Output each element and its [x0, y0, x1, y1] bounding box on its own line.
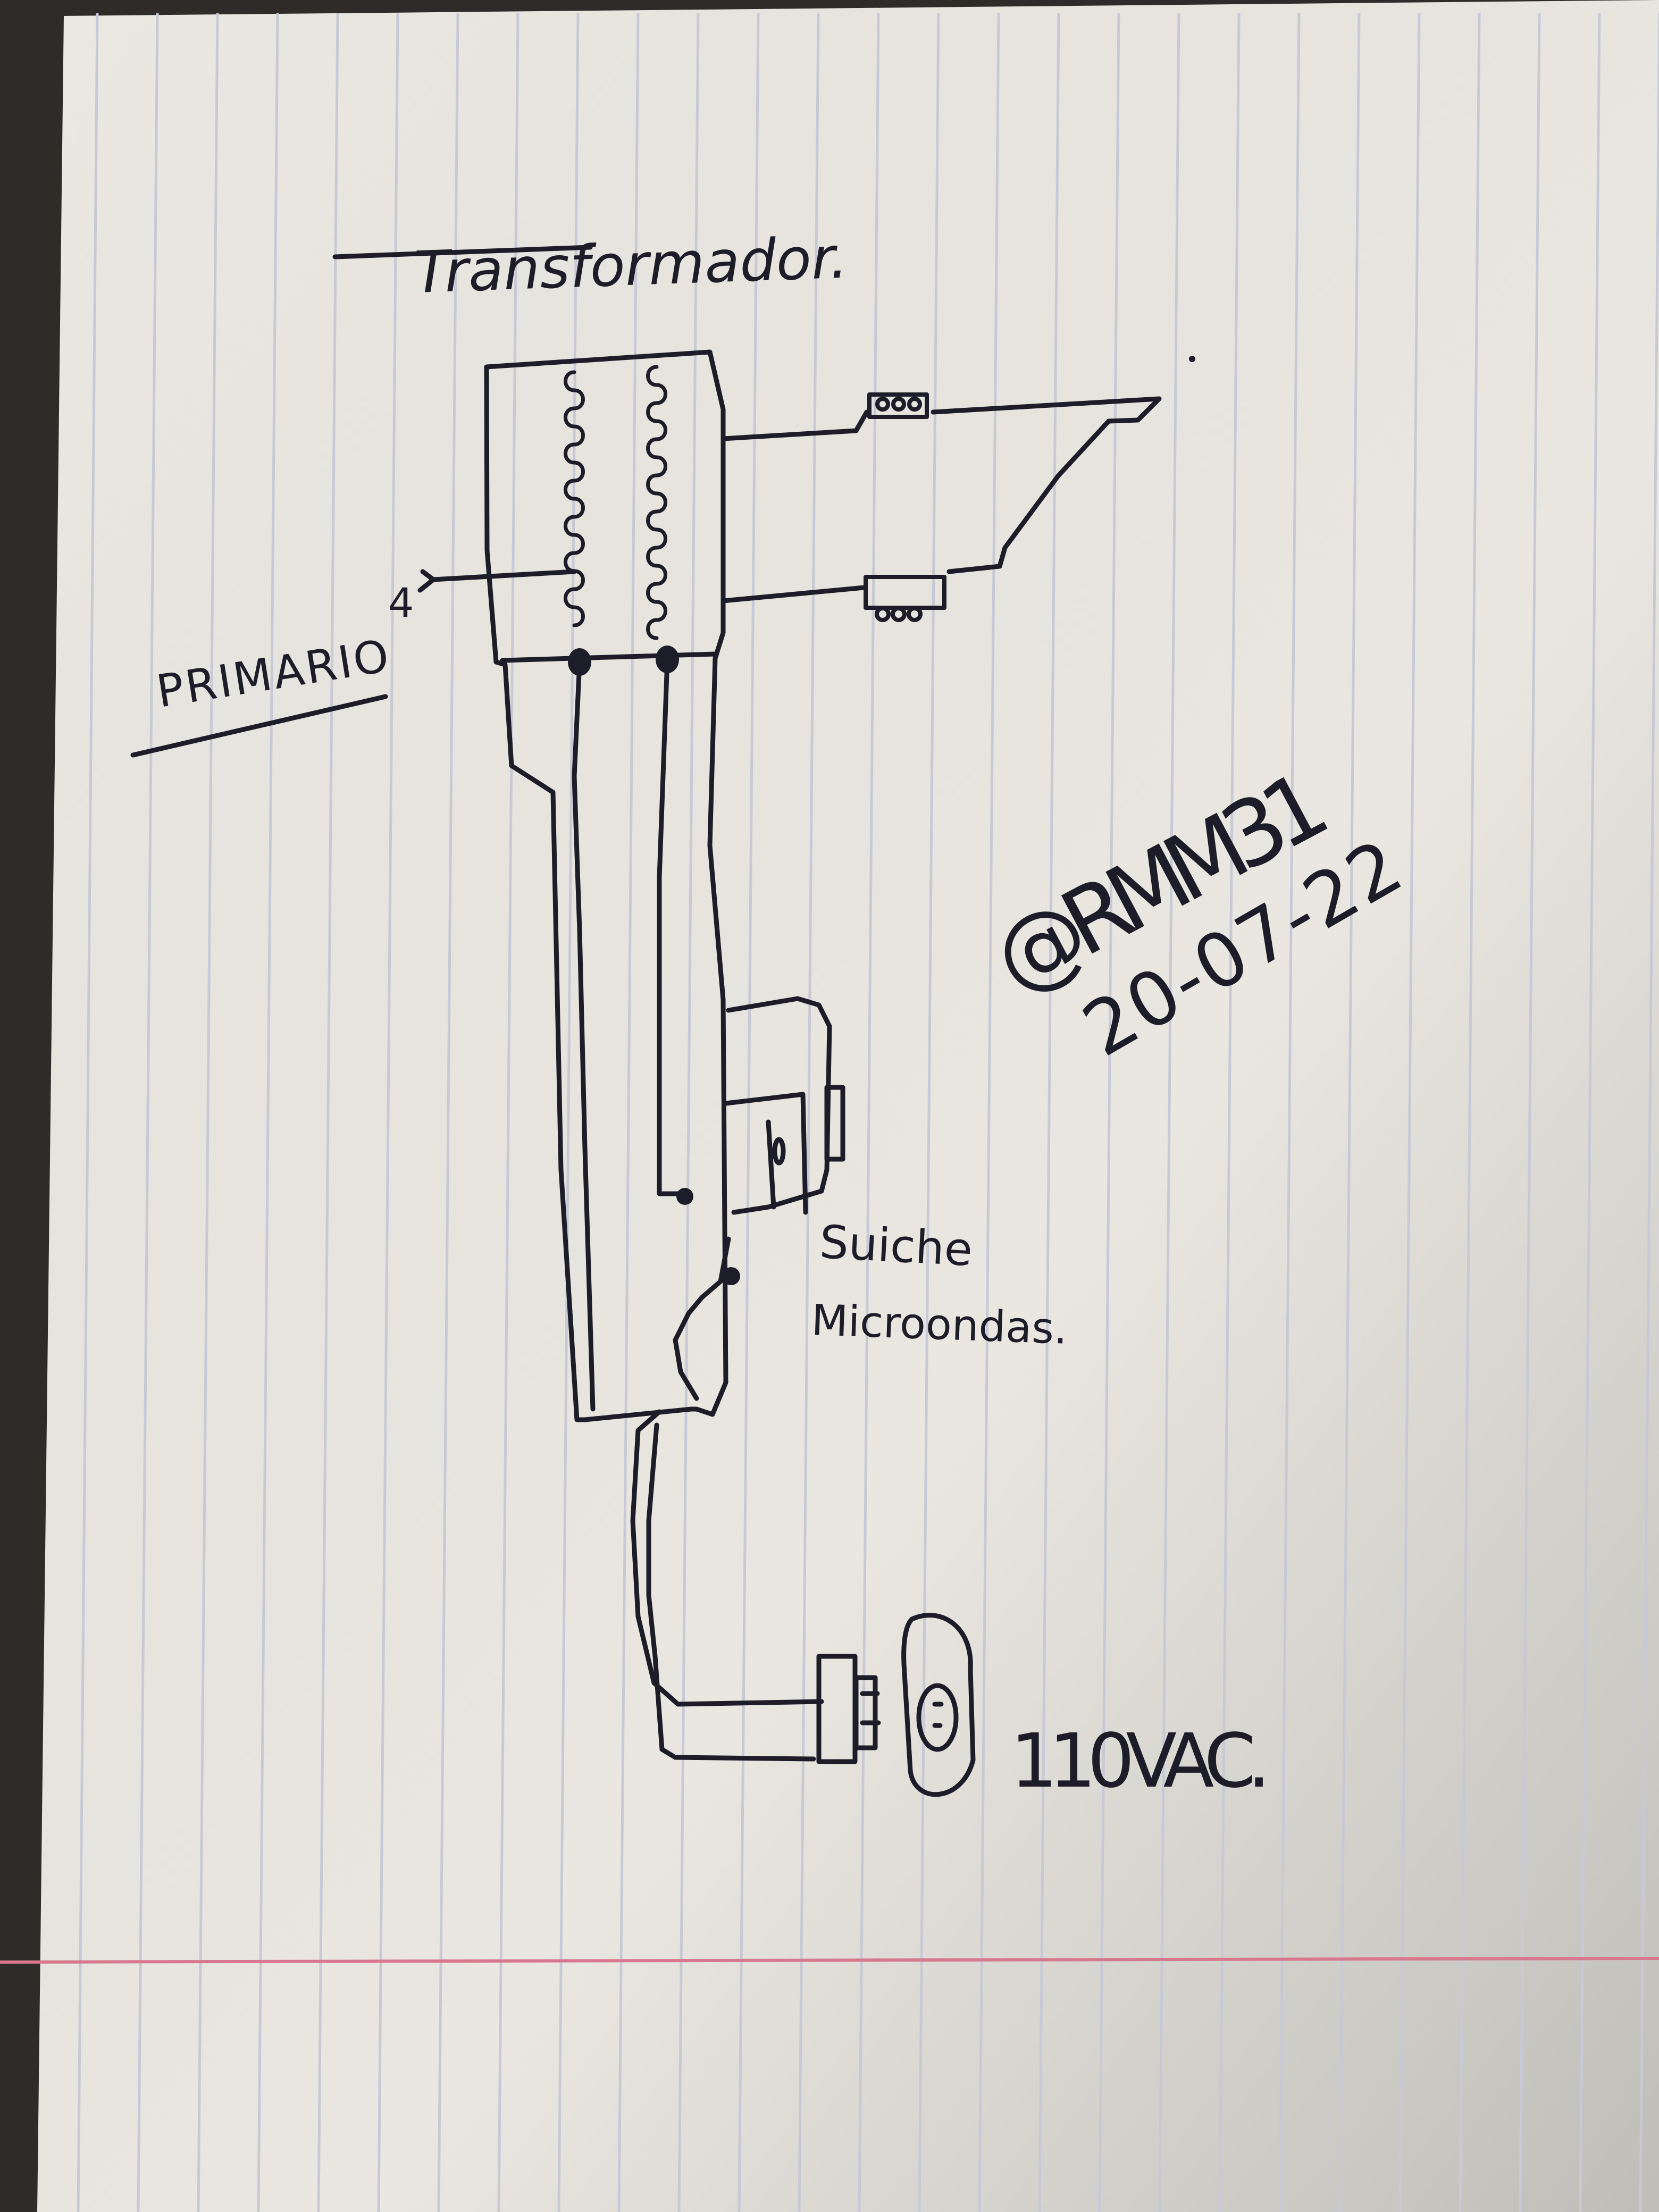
rule-line-10: [677, 13, 700, 2212]
rule-line-25: [1579, 13, 1601, 2212]
bottom-output-wire: [720, 585, 867, 604]
rule-line-18: [1158, 13, 1180, 2212]
rule-line-13: [858, 13, 880, 2212]
title-label: Transformador.: [413, 225, 849, 306]
rule-line-0: [77, 13, 99, 2212]
rule-line-14: [918, 13, 940, 2212]
stray-mark: [1189, 356, 1195, 362]
primary-junction: [568, 648, 591, 676]
primary-lead: [572, 659, 596, 1412]
primario-underline: [130, 694, 388, 758]
rule-line-8: [557, 13, 580, 2212]
top-terminal: [867, 392, 929, 419]
rule-line-5: [377, 13, 399, 2212]
margin-line: [0, 1957, 1659, 1964]
wall-plug: [816, 1654, 881, 1764]
rule-line-2: [197, 13, 219, 2212]
top-output-wire: [720, 396, 1162, 574]
rule-line-9: [617, 13, 640, 2212]
rule-line-1: [137, 13, 159, 2212]
primary-winding: [564, 370, 585, 627]
rule-line-3: [257, 13, 279, 2212]
rule-line-19: [1218, 13, 1241, 2212]
microwave-door-switch: [723, 996, 845, 1215]
core-divider: [500, 651, 718, 663]
transformer: [484, 349, 728, 1422]
rule-line-20: [1278, 13, 1301, 2212]
switch-junction: [676, 1188, 693, 1205]
rule-line-16: [1038, 13, 1060, 2212]
rule-line-23: [1459, 13, 1481, 2212]
switch-label-line2: Microondas.: [810, 1295, 1068, 1354]
rule-line-21: [1338, 13, 1361, 2212]
primario-pointer: [417, 569, 577, 593]
wall-outlet: [901, 1613, 976, 1797]
junctions: [568, 646, 740, 1285]
rule-line-4: [317, 13, 339, 2212]
rule-line-6: [437, 13, 459, 2212]
primario-pointer-number: 4: [388, 579, 414, 626]
rule-line-17: [1098, 13, 1120, 2212]
secondary-winding: [646, 365, 667, 640]
bottom-terminal: [864, 575, 946, 622]
secondary-lead: [657, 657, 686, 1196]
power-cable: [630, 1409, 824, 1762]
rule-line-26: [1639, 13, 1659, 2212]
rule-line-12: [798, 13, 820, 2212]
power-label: 110VAC.: [1010, 1718, 1271, 1805]
switch-terminal-junction: [722, 1267, 740, 1285]
rule-line-24: [1519, 13, 1541, 2212]
rule-line-11: [738, 13, 760, 2212]
secondary-junction: [656, 646, 679, 673]
rule-line-15: [978, 13, 1000, 2212]
rule-line-7: [497, 13, 520, 2212]
switch-label-line1: Suiche: [818, 1216, 974, 1277]
title-underline: [332, 245, 593, 259]
ruled-lines: [77, 13, 1659, 2212]
switch-common-wire: [673, 1236, 731, 1401]
rule-line-22: [1398, 13, 1421, 2212]
